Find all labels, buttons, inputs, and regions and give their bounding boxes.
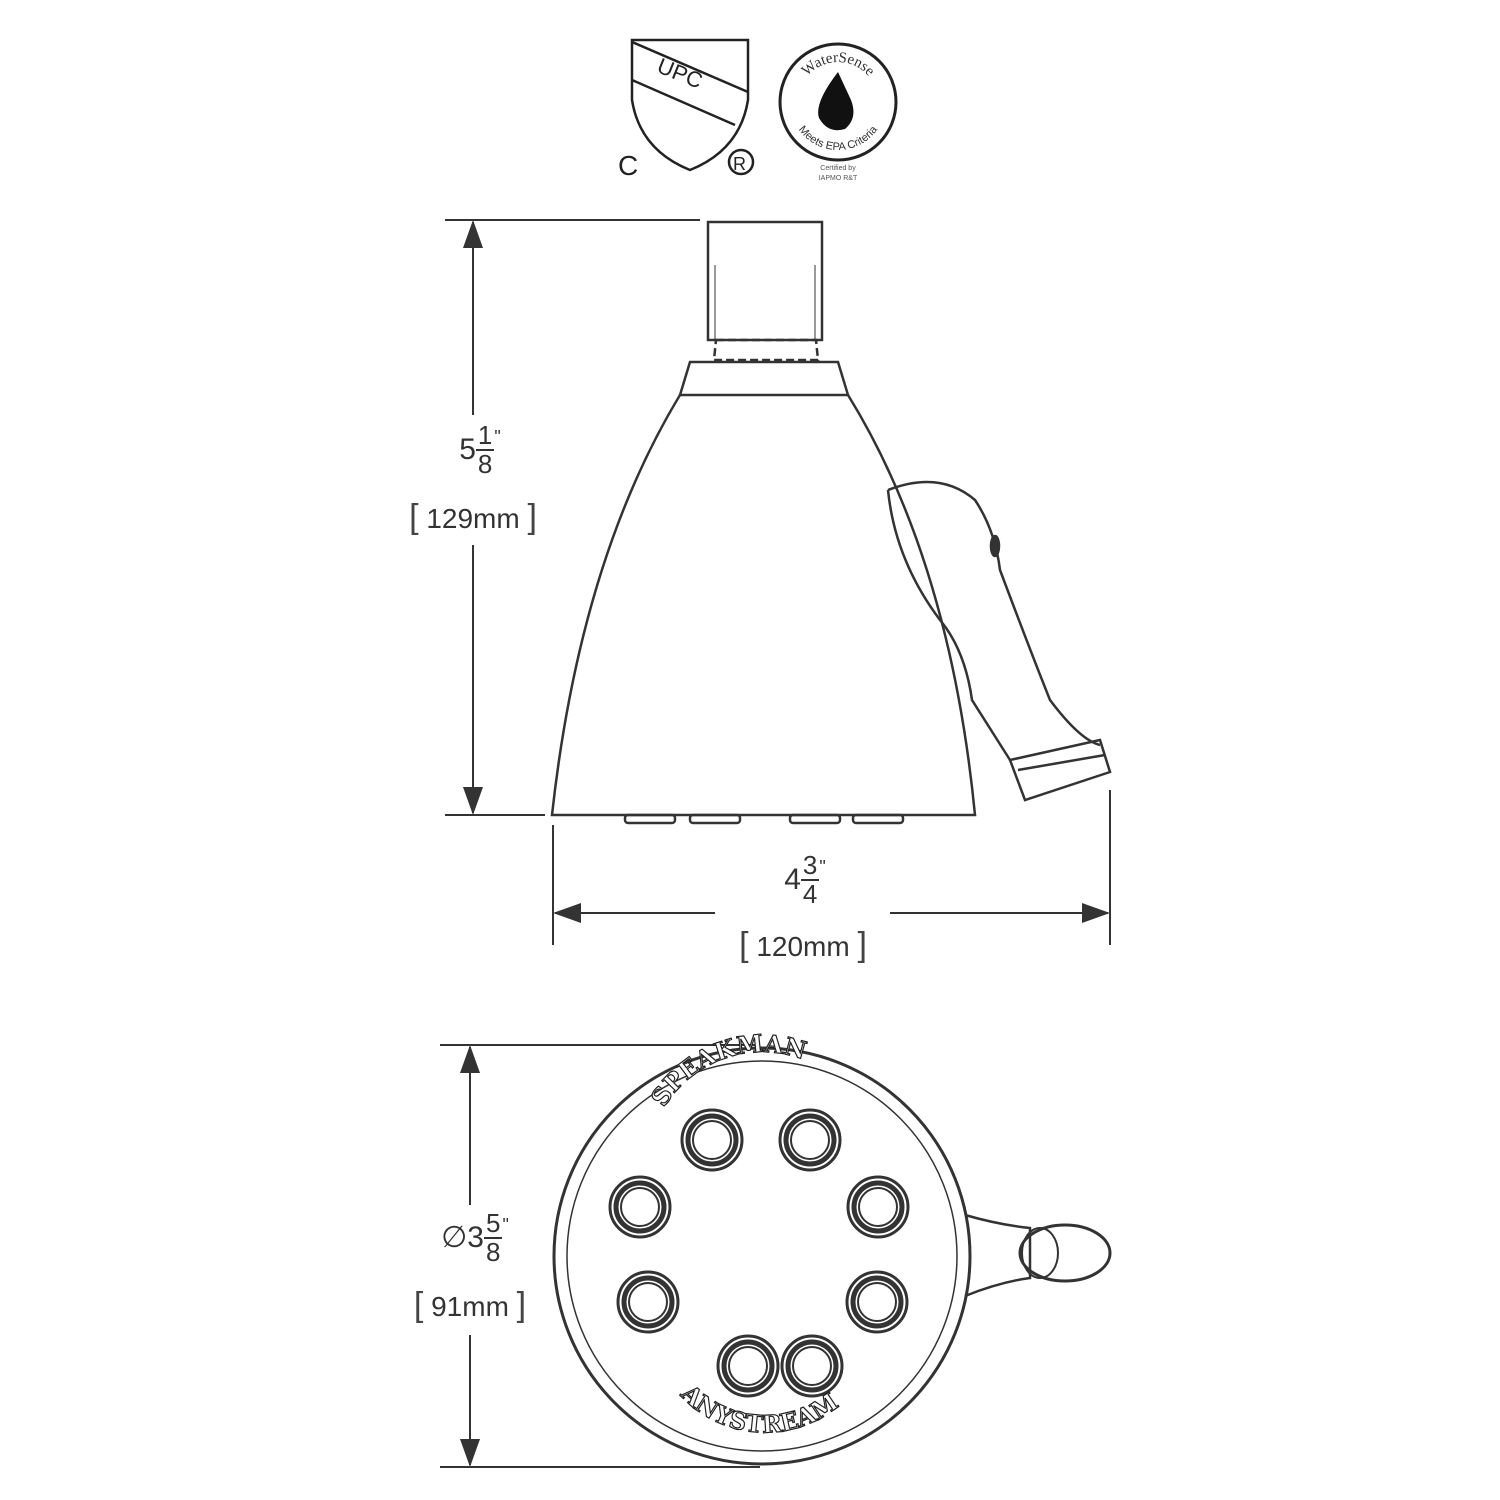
nozzle-ring <box>858 1187 898 1227</box>
nozzle-ring <box>716 1334 780 1398</box>
height-den: 8 <box>477 449 493 479</box>
nozzle-ring <box>846 1175 910 1239</box>
upc-logo: UPC C R <box>618 38 755 181</box>
nozzle-ring <box>778 1108 842 1172</box>
cert-line-2: IAPMO R&T <box>819 175 858 182</box>
shower-head-side-view <box>550 220 1112 825</box>
diameter-num: 5 <box>483 1208 503 1239</box>
shower-head-face-view: SPEAKMAN ANYSTREAM <box>552 1028 1112 1466</box>
nozzle-ring <box>680 1108 744 1172</box>
width-unit: " <box>819 857 826 877</box>
diameter-symbol: ∅ <box>441 1221 468 1254</box>
watersense-logo: WaterSense Meets EPA Criteria Certified … <box>778 42 898 182</box>
height-unit: " <box>494 427 501 447</box>
width-mm: 120mm <box>756 931 850 962</box>
diameter-den: 8 <box>485 1237 501 1267</box>
height-mm: 129mm <box>426 503 520 534</box>
nozzle-ring <box>628 1282 668 1322</box>
nozzle-ring <box>616 1270 680 1334</box>
diameter-metric: [ 91mm ] <box>413 1286 527 1324</box>
width-den: 4 <box>802 879 818 909</box>
nozzle-ring <box>850 1275 904 1329</box>
width-metric: [ 120mm ] <box>739 926 867 964</box>
upc-c-mark: C <box>618 150 638 181</box>
height-num: 1 <box>475 420 495 451</box>
water-drop-icon <box>818 72 854 131</box>
nozzle-ring <box>613 1180 667 1234</box>
spray-nozzles <box>608 1108 910 1398</box>
nozzle-ring <box>728 1346 768 1386</box>
nozzle-ring <box>783 1113 837 1167</box>
nozzle-ring <box>721 1339 775 1393</box>
nozzle-ring <box>792 1346 832 1386</box>
diameter-unit: " <box>502 1215 509 1235</box>
nozzle-ring <box>790 1120 830 1160</box>
brand-text: SPEAKMAN <box>644 1028 810 1112</box>
width-num: 3 <box>800 850 820 881</box>
svg-text:SPEAKMAN: SPEAKMAN <box>645 1029 810 1112</box>
dimension-lines <box>440 219 1111 1468</box>
diameter-mm: 91mm <box>431 1291 509 1322</box>
nozzle-ring <box>620 1187 660 1227</box>
height-metric: [ 129mm ] <box>409 498 537 536</box>
upc-registered-mark: R <box>733 154 746 174</box>
nozzle-ring <box>608 1175 672 1239</box>
height-whole: 5 <box>459 433 476 466</box>
nozzle-ring <box>692 1120 732 1160</box>
nozzle-ring <box>785 1339 839 1393</box>
cert-line-1: Certified by <box>820 165 856 172</box>
nozzle-ring <box>845 1270 909 1334</box>
nozzle-ring <box>851 1180 905 1234</box>
nozzle-ring <box>685 1113 739 1167</box>
width-whole: 4 <box>784 863 801 896</box>
nozzle-ring <box>780 1334 844 1398</box>
upc-text: UPC <box>654 53 707 94</box>
nozzle-ring <box>621 1275 675 1329</box>
diameter-whole: 3 <box>467 1221 484 1254</box>
nozzle-ring <box>857 1282 897 1322</box>
